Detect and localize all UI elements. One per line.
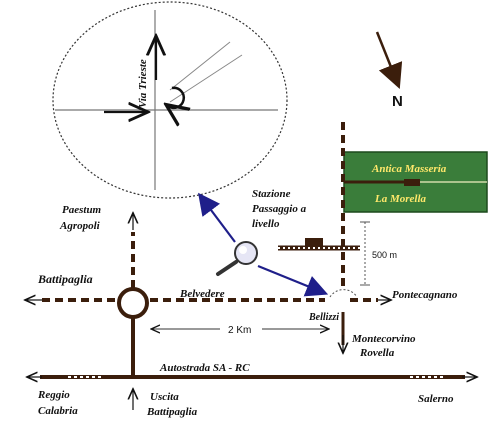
bellizzi-vertical-road xyxy=(329,122,358,352)
railway-crossing xyxy=(278,238,360,251)
inset-u-turn-arrow xyxy=(168,86,184,108)
magnifier-icon xyxy=(198,192,329,297)
svg-text:2 Km: 2 Km xyxy=(228,325,251,336)
label-calabria: Calabria xyxy=(38,405,78,417)
label-autostrada: Autostrada SA - RC xyxy=(159,362,250,374)
label-uscita: Uscita xyxy=(150,391,179,403)
label-livello: livello xyxy=(252,218,280,230)
label-battipaglia: Battipaglia xyxy=(37,272,93,286)
label-stazione: Stazione xyxy=(252,188,291,200)
label-belvedere: Belvedere xyxy=(179,288,225,300)
roundabout xyxy=(117,287,149,319)
distance-500m: 500 m xyxy=(360,221,397,286)
pointer-to-bellizzi xyxy=(257,264,329,297)
label-salerno: Salerno xyxy=(418,393,454,405)
pointer-to-inset xyxy=(198,192,236,243)
label-bellizzi: Bellizzi xyxy=(308,312,339,323)
label-battipaglia-exit: Battipaglia xyxy=(146,406,198,418)
label-passaggio: Passaggio a xyxy=(252,203,307,215)
label-paestum: Paestum xyxy=(62,204,102,216)
label-rovella: Rovella xyxy=(359,347,395,359)
inset-road-diagonal xyxy=(169,41,231,91)
label-agropoli: Agropoli xyxy=(59,220,101,232)
inset-detail: Via Trieste xyxy=(52,1,288,199)
farm-destination: Antica Masseria La Morella xyxy=(343,151,488,213)
autostrada-road xyxy=(28,377,476,410)
label-pontecagnano: Pontecagnano xyxy=(392,289,458,301)
inset-street-label: Via Trieste xyxy=(137,59,149,108)
distance-2km: 2 Km xyxy=(152,325,328,336)
svg-text:500 m: 500 m xyxy=(372,250,397,260)
farm-name-line1: Antica Masseria xyxy=(371,163,447,175)
north-arrow-icon: N xyxy=(375,31,403,110)
station-building xyxy=(305,238,323,246)
label-reggio: Reggio xyxy=(37,389,70,401)
farm-name-line2: La Morella xyxy=(374,193,427,205)
label-montecorvino: Montecorvino xyxy=(351,333,416,345)
north-label: N xyxy=(392,93,403,110)
